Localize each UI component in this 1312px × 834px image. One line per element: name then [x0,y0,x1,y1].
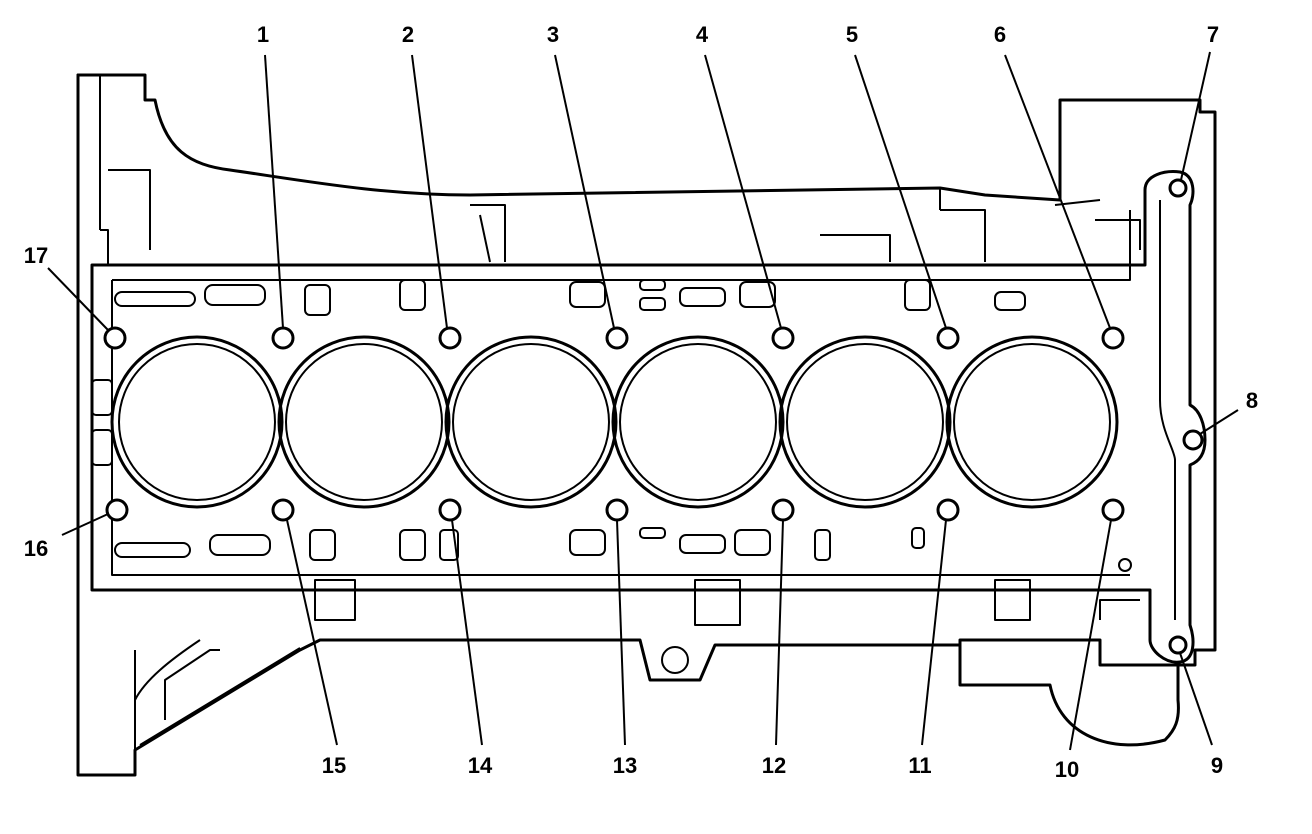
bolt-hole-12 [771,498,795,522]
bolt-hole-5 [936,326,960,350]
bolt-hole-14 [438,498,462,522]
leader-lines [47,51,1239,751]
bolt-hole-8 [1182,429,1204,451]
callout-4: 4 [696,22,709,47]
bolt-hole-6 [1101,326,1125,350]
callout-14: 14 [468,753,493,778]
bolt-hole-16 [105,498,129,522]
bolt-hole-10 [1101,498,1125,522]
bolt-hole-1 [271,326,295,350]
callout-3: 3 [547,22,559,47]
bolt-hole-17 [103,326,127,350]
callout-16: 16 [24,536,48,561]
bolt-hole-9 [1168,635,1188,655]
callout-15: 15 [322,753,346,778]
callout-9: 9 [1211,753,1223,778]
callout-8: 8 [1246,388,1258,413]
callout-1: 1 [257,22,269,47]
head-gasket-outline [90,170,1207,664]
bolt-hole-15 [271,498,295,522]
bolt-holes [103,178,1204,655]
callout-7: 7 [1207,22,1219,47]
bolt-hole-3 [605,326,629,350]
callout-labels: 1 2 3 4 5 6 7 8 9 10 11 12 13 14 15 16 1… [24,22,1258,782]
callout-5: 5 [846,22,858,47]
cylinder-3 [444,335,618,509]
cylinder-6 [945,335,1119,509]
callout-12: 12 [762,753,786,778]
bolt-hole-7 [1168,178,1188,198]
bolt-hole-4 [771,326,795,350]
bolt-hole-2 [438,326,462,350]
gasket-passages [91,279,1026,561]
engine-block-outline [76,73,1217,777]
cylinder-2 [277,335,451,509]
callout-2: 2 [402,22,414,47]
callout-11: 11 [908,753,931,778]
cylinder-5 [778,335,952,509]
cylinder-bores [110,335,1119,509]
callout-13: 13 [613,753,637,778]
callout-6: 6 [994,22,1006,47]
callout-17: 17 [24,243,48,268]
bolt-hole-13 [605,498,629,522]
cylinder-1 [110,335,284,509]
cylinder-4 [611,335,785,509]
bolt-hole-11 [936,498,960,522]
callout-10: 10 [1055,757,1079,782]
